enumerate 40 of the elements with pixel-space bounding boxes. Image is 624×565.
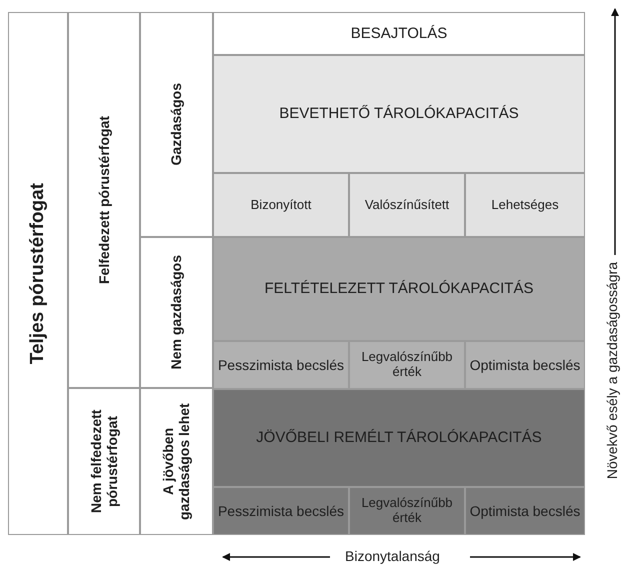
table-cell	[213, 12, 585, 55]
table-cell	[213, 55, 585, 173]
cell-label: FELTÉTELEZETT TÁROLÓKAPACITÁS	[264, 280, 534, 298]
table-cell	[140, 388, 213, 535]
cell-label: Bizonyított	[250, 198, 312, 212]
cell-label: Nem gazdaságos	[168, 255, 185, 370]
cell-label: A jövőben gazdaságos lehet	[160, 402, 193, 522]
cell-label: Nem felfedezett pórustérfogat	[88, 408, 120, 516]
table-cell	[465, 173, 585, 237]
cell-label: Optimista becslés	[470, 502, 580, 520]
cell-label: Gazdaságos	[168, 83, 185, 166]
table-cell	[349, 487, 465, 535]
table-cell	[213, 389, 585, 487]
cell-label: Pesszimista becslés	[218, 356, 344, 374]
table-cell	[213, 173, 349, 237]
cell-label: Teljes pórustérfogat	[27, 182, 49, 364]
table-cell	[68, 388, 140, 535]
axis-label: Bizonytalanság	[345, 548, 440, 564]
cell-label: Legvalószínűbb érték	[360, 350, 454, 380]
table-cell	[465, 487, 585, 535]
cell-label: Lehetséges	[491, 198, 559, 212]
axis-label: Növekvő esély a gazdaságosságra	[604, 262, 620, 480]
table-cell	[213, 237, 585, 341]
cell-label: BESAJTOLÁS	[350, 24, 448, 42]
cell-label: Valószínűsített	[364, 198, 450, 212]
table-cell	[140, 12, 213, 237]
table-cell	[68, 12, 140, 388]
table-cell	[349, 173, 465, 237]
cell-label: Pesszimista becslés	[218, 502, 344, 520]
cell-label: Legvalószínűbb érték	[360, 496, 454, 526]
table-cell	[140, 237, 213, 388]
cell-label: Felfedezett pórustérfogat	[96, 116, 112, 284]
table-cell	[213, 487, 349, 535]
cell-label: BEVETHETŐ TÁROLÓKAPACITÁS	[279, 105, 519, 123]
cell-label: JÖVŐBELI REMÉLT TÁROLÓKAPACITÁS	[256, 429, 542, 447]
table-cell	[213, 341, 349, 389]
cell-label: Optimista becslés	[470, 356, 580, 374]
table-cell	[465, 341, 585, 389]
table-cell	[349, 341, 465, 389]
table-cell	[8, 12, 68, 535]
